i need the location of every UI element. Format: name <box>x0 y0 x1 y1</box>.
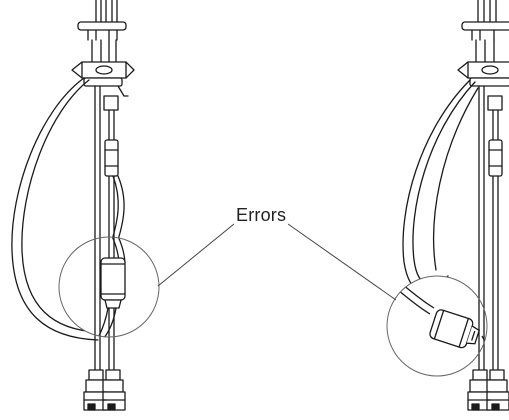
right-pullout-hose <box>402 79 479 293</box>
callout-leader-lines <box>157 223 397 301</box>
right-tube-coupling <box>487 95 503 177</box>
left-bottom-fittings <box>83 369 126 411</box>
right-top-shank <box>461 0 509 65</box>
left-mounting-nut <box>71 61 135 97</box>
leader-line-left <box>157 223 235 287</box>
left-top-shank <box>77 0 127 65</box>
right-magnifier-circle <box>386 275 488 377</box>
left-faucet-assembly <box>11 0 135 411</box>
left-inner-hose <box>111 175 125 241</box>
left-magnifier-detail <box>62 237 159 337</box>
left-magnifier-circle <box>58 236 160 338</box>
errors-callout-label: Errors <box>234 205 289 225</box>
right-mounting-nut <box>457 61 509 87</box>
right-bottom-fittings <box>467 369 509 411</box>
right-faucet-assembly <box>402 0 509 411</box>
left-pullout-hose <box>11 77 99 341</box>
leader-line-right <box>287 223 397 301</box>
right-magnifier-detail <box>387 276 487 376</box>
left-tube-coupling <box>103 95 119 177</box>
